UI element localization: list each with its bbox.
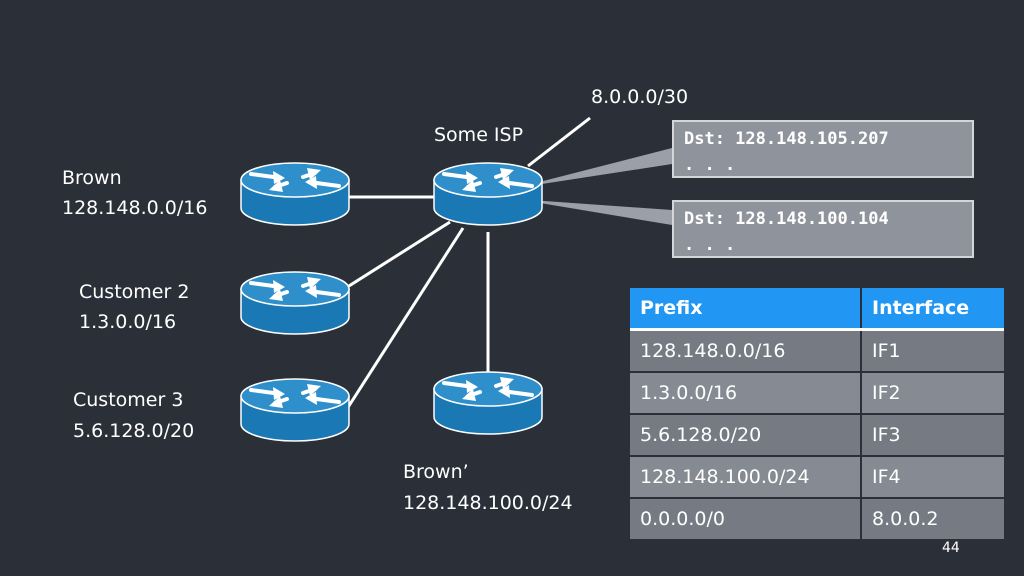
table-row: 0.0.0.0/0 8.0.0.2 bbox=[630, 497, 1004, 539]
link-isp-customer2 bbox=[329, 220, 451, 300]
cell-interface: IF1 bbox=[861, 328, 1004, 372]
table-row: 5.6.128.0/20 IF3 bbox=[630, 413, 1004, 456]
router-customer2-icon bbox=[239, 270, 351, 336]
packet-callout-1 bbox=[516, 148, 672, 188]
default-route-label: 8.0.0.0/30 bbox=[591, 86, 689, 108]
packet-1-dst: Dst: 128.148.105.207 bbox=[684, 129, 889, 149]
link-isp-customer3 bbox=[343, 227, 465, 413]
header-prefix: Prefix bbox=[630, 288, 862, 331]
router-brown-prime-icon bbox=[432, 370, 544, 436]
customer3-name: Customer 3 bbox=[73, 389, 184, 411]
packet-2: Dst: 128.148.100.104 . . . bbox=[672, 200, 974, 258]
customer2-name: Customer 2 bbox=[79, 281, 190, 303]
router-customer3-icon bbox=[239, 377, 351, 443]
table-row: 1.3.0.0/16 IF2 bbox=[630, 371, 1004, 414]
cell-interface: 8.0.0.2 bbox=[861, 497, 1004, 539]
cell-interface: IF2 bbox=[861, 371, 1004, 414]
brown-prime-prefix: 128.148.100.0/24 bbox=[403, 492, 573, 514]
cell-prefix: 128.148.100.0/24 bbox=[630, 455, 862, 498]
cell-interface: IF3 bbox=[861, 413, 1004, 456]
customer2-prefix: 1.3.0.0/16 bbox=[79, 311, 177, 333]
routing-table: Prefix Interface 128.148.0.0/16 IF1 1.3.… bbox=[630, 288, 1004, 539]
table-row: 128.148.0.0/16 IF1 bbox=[630, 328, 1004, 372]
brown-prefix: 128.148.0.0/16 bbox=[62, 197, 208, 219]
header-interface: Interface bbox=[861, 288, 1004, 331]
isp-label: Some ISP bbox=[434, 124, 524, 146]
table-row: 128.148.100.0/24 IF4 bbox=[630, 455, 1004, 498]
packet-2-more: . . . bbox=[684, 235, 736, 255]
routing-table-header: Prefix Interface bbox=[630, 288, 1004, 331]
cell-prefix: 0.0.0.0/0 bbox=[630, 497, 862, 539]
router-brown-icon bbox=[239, 161, 351, 227]
packet-1-more: . . . bbox=[684, 155, 736, 175]
cell-prefix: 5.6.128.0/20 bbox=[630, 413, 862, 456]
cell-prefix: 128.148.0.0/16 bbox=[630, 328, 862, 372]
cell-interface: IF4 bbox=[861, 455, 1004, 498]
cell-prefix: 1.3.0.0/16 bbox=[630, 371, 862, 414]
packet-1: Dst: 128.148.105.207 . . . bbox=[672, 120, 974, 178]
brown-name: Brown bbox=[62, 167, 122, 189]
router-isp-icon bbox=[432, 161, 544, 227]
customer3-prefix: 5.6.128.0/20 bbox=[73, 420, 195, 442]
page-number: 44 bbox=[942, 540, 960, 556]
packet-callout-2 bbox=[516, 199, 672, 225]
packet-2-dst: Dst: 128.148.100.104 bbox=[684, 209, 889, 229]
link-isp-default bbox=[527, 116, 591, 168]
brown-prime-name: Brown’ bbox=[403, 461, 469, 483]
